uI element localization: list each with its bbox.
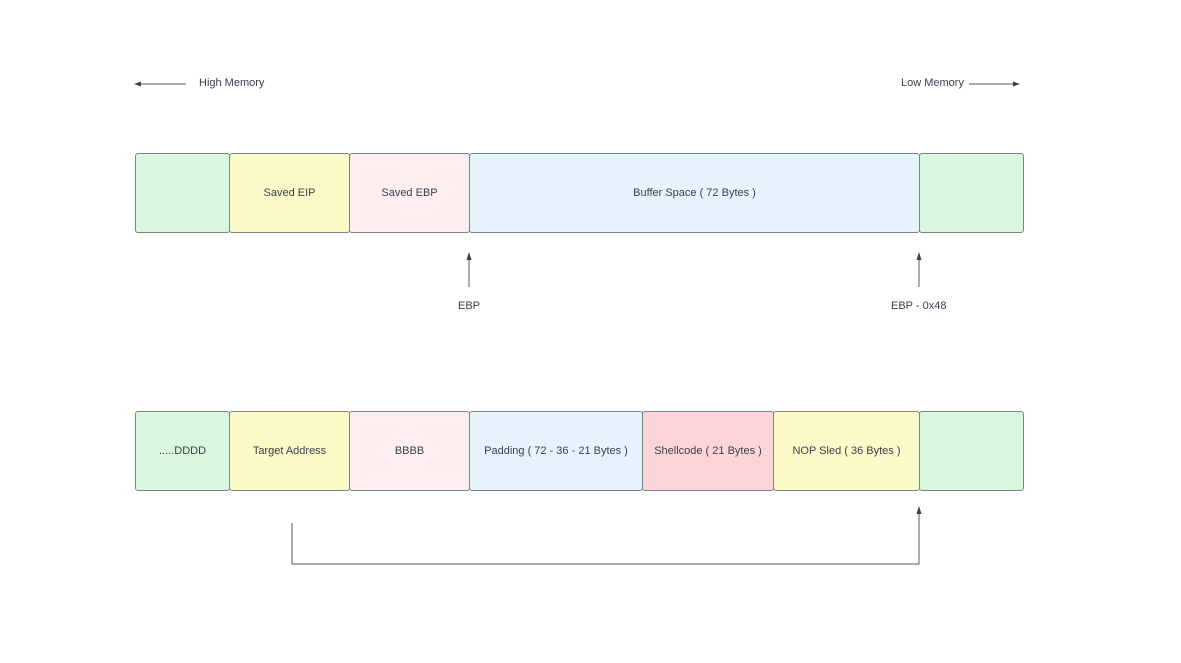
stack-segment-above-eip — [135, 153, 230, 233]
ebp-minus-arrowhead — [916, 252, 922, 260]
high-memory-label: High Memory — [199, 77, 265, 89]
stack-segment-saved-ebp: Saved EBP — [349, 153, 470, 233]
ebp-minus-pointer-label: EBP - 0x48 — [891, 300, 947, 312]
payload-segment-bbbb: BBBB — [349, 411, 470, 491]
payload-segment-below — [919, 411, 1024, 491]
return-jump-line — [291, 512, 920, 565]
nop-sled-arrowhead — [916, 506, 922, 514]
payload-segment-target-address: Target Address — [229, 411, 350, 491]
stack-segment-buffer-space: Buffer Space ( 72 Bytes ) — [469, 153, 920, 233]
high-memory-arrowhead — [134, 81, 141, 87]
ebp-arrowhead — [466, 252, 472, 260]
low-memory-label: Low Memory — [901, 77, 964, 89]
low-memory-arrowhead — [1013, 81, 1020, 87]
payload-segment-nop-sled: NOP Sled ( 36 Bytes ) — [773, 411, 920, 491]
payload-segment-shellcode: Shellcode ( 21 Bytes ) — [642, 411, 774, 491]
ebp-pointer-label: EBP — [458, 300, 481, 312]
payload-segment-padding: Padding ( 72 - 36 - 21 Bytes ) — [469, 411, 643, 491]
stack-segment-below-buffer — [919, 153, 1024, 233]
payload-segment-dddd: .....DDDD — [135, 411, 230, 491]
stack-segment-saved-eip: Saved EIP — [229, 153, 350, 233]
